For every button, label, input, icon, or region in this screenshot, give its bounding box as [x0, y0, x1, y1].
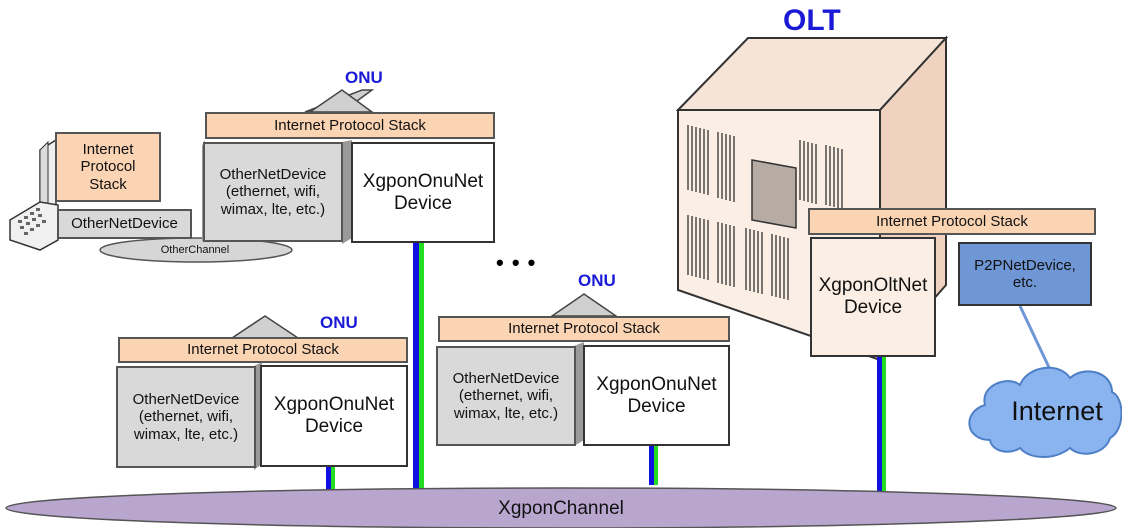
onu-left-protocol-stack: Internet Protocol Stack [118, 337, 408, 363]
olt-link [877, 357, 886, 491]
olt-title: OLT [783, 4, 841, 37]
internet-label: Internet [1011, 396, 1103, 427]
computer-icon [9, 138, 59, 251]
onu-right-protocol-stack: Internet Protocol Stack [438, 316, 730, 342]
more-onus-ellipsis: • • • [496, 250, 537, 275]
onu-top-link [413, 243, 424, 489]
onu-right-shadow [574, 342, 584, 446]
onu-left-xgpon-device: XgponOnuNet Device [260, 365, 408, 467]
onu-top-protocol-stack: Internet Protocol Stack [205, 112, 495, 139]
p2p-link [1018, 305, 1056, 379]
onu-left-other-device: OtherNetDevice (ethernet, wifi, wimax, l… [116, 366, 256, 468]
onu-left-roof-icon [229, 315, 301, 339]
pc-protocol-stack: Internet Protocol Stack [55, 132, 161, 202]
xgpon-channel-label: XgponChannel [498, 498, 624, 520]
onu-top-shadow [342, 140, 352, 244]
olt-net-device: XgponOltNet Device [810, 237, 936, 357]
p2p-net-device: P2PNetDevice, etc. [958, 242, 1092, 306]
onu-right-roof-icon [549, 293, 619, 317]
onu-left-title: ONU [320, 313, 358, 332]
otherchannel-ellipse [99, 237, 293, 263]
olt-protocol-stack: Internet Protocol Stack [808, 208, 1096, 235]
internet-cloud-icon [968, 366, 1122, 458]
onu-right-link [649, 445, 658, 485]
onu-top-xgpon-device: XgponOnuNet Device [351, 142, 495, 243]
onu-top-title: ONU [345, 68, 383, 87]
onu-right-title: ONU [578, 271, 616, 290]
onu-top-other-device: OtherNetDevice (ethernet, wifi, wimax, l… [203, 142, 343, 242]
xgpon-channel-ellipse [5, 487, 1117, 528]
onu-left-link [326, 466, 335, 490]
otherchannel-label: OtherChannel [160, 244, 230, 257]
pc-net-device: OtherNetDevice [57, 209, 192, 239]
onu-right-xgpon-device: XgponOnuNet Device [583, 345, 730, 446]
onu-right-other-device: OtherNetDevice (ethernet, wifi, wimax, l… [436, 346, 576, 446]
